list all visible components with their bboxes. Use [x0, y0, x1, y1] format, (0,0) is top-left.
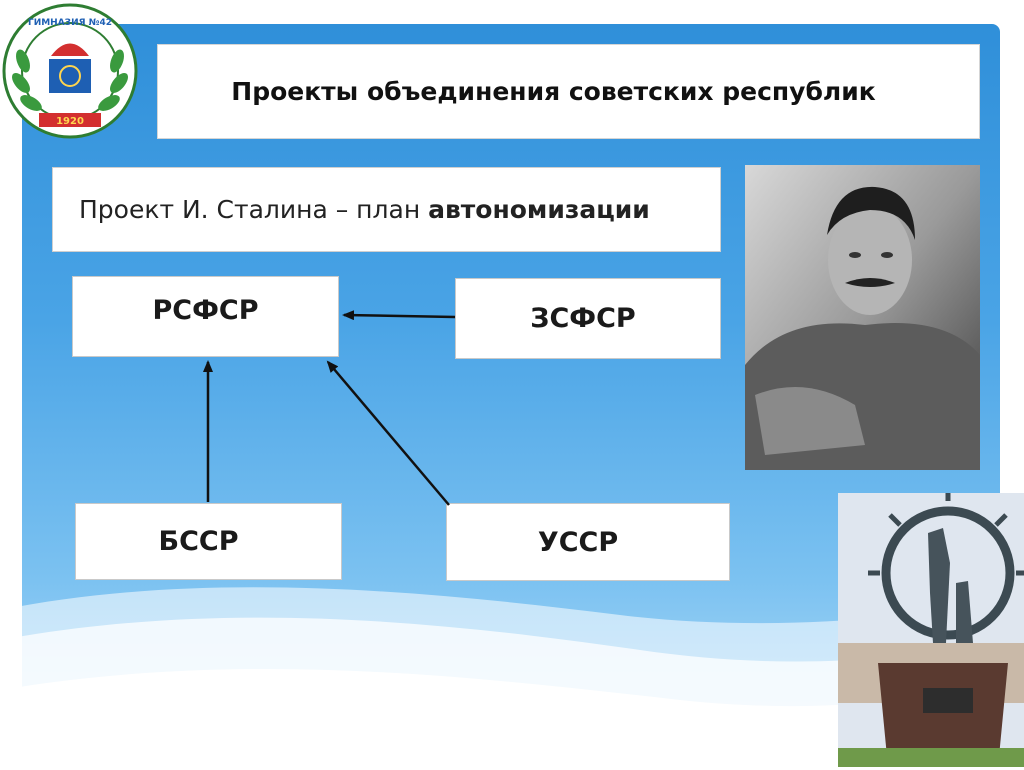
subtitle-plain: Проект И. Сталина – план	[79, 195, 429, 224]
school-emblem: 1920 ГИМНАЗИЯ №42	[2, 3, 138, 139]
stalin-portrait-photo	[745, 165, 980, 470]
monument-photo	[838, 493, 1024, 767]
node-bssr: БССР	[75, 503, 342, 580]
node-ussr: УССР	[446, 503, 730, 581]
emblem-arc-text: ГИМНАЗИЯ №42	[28, 18, 112, 28]
node-zsfsr: ЗСФСР	[455, 278, 721, 359]
slide-title: Проекты объединения советских республик	[231, 77, 876, 106]
subtitle-text: Проект И. Сталина – план автономизации	[79, 195, 650, 224]
node-bssr-label: БССР	[158, 526, 239, 557]
node-zsfsr-label: ЗСФСР	[530, 303, 636, 334]
node-rsfsr-label: РСФСР	[152, 295, 259, 326]
node-rsfsr: РСФСР	[72, 276, 339, 357]
node-ussr-label: УССР	[537, 526, 619, 558]
title-box: Проекты объединения советских республик	[157, 44, 980, 139]
subtitle-bold: автономизации	[428, 195, 650, 224]
emblem-year: 1920	[56, 116, 84, 127]
subtitle-box: Проект И. Сталина – план автономизации	[52, 167, 721, 252]
decorative-wave	[0, 587, 1024, 770]
